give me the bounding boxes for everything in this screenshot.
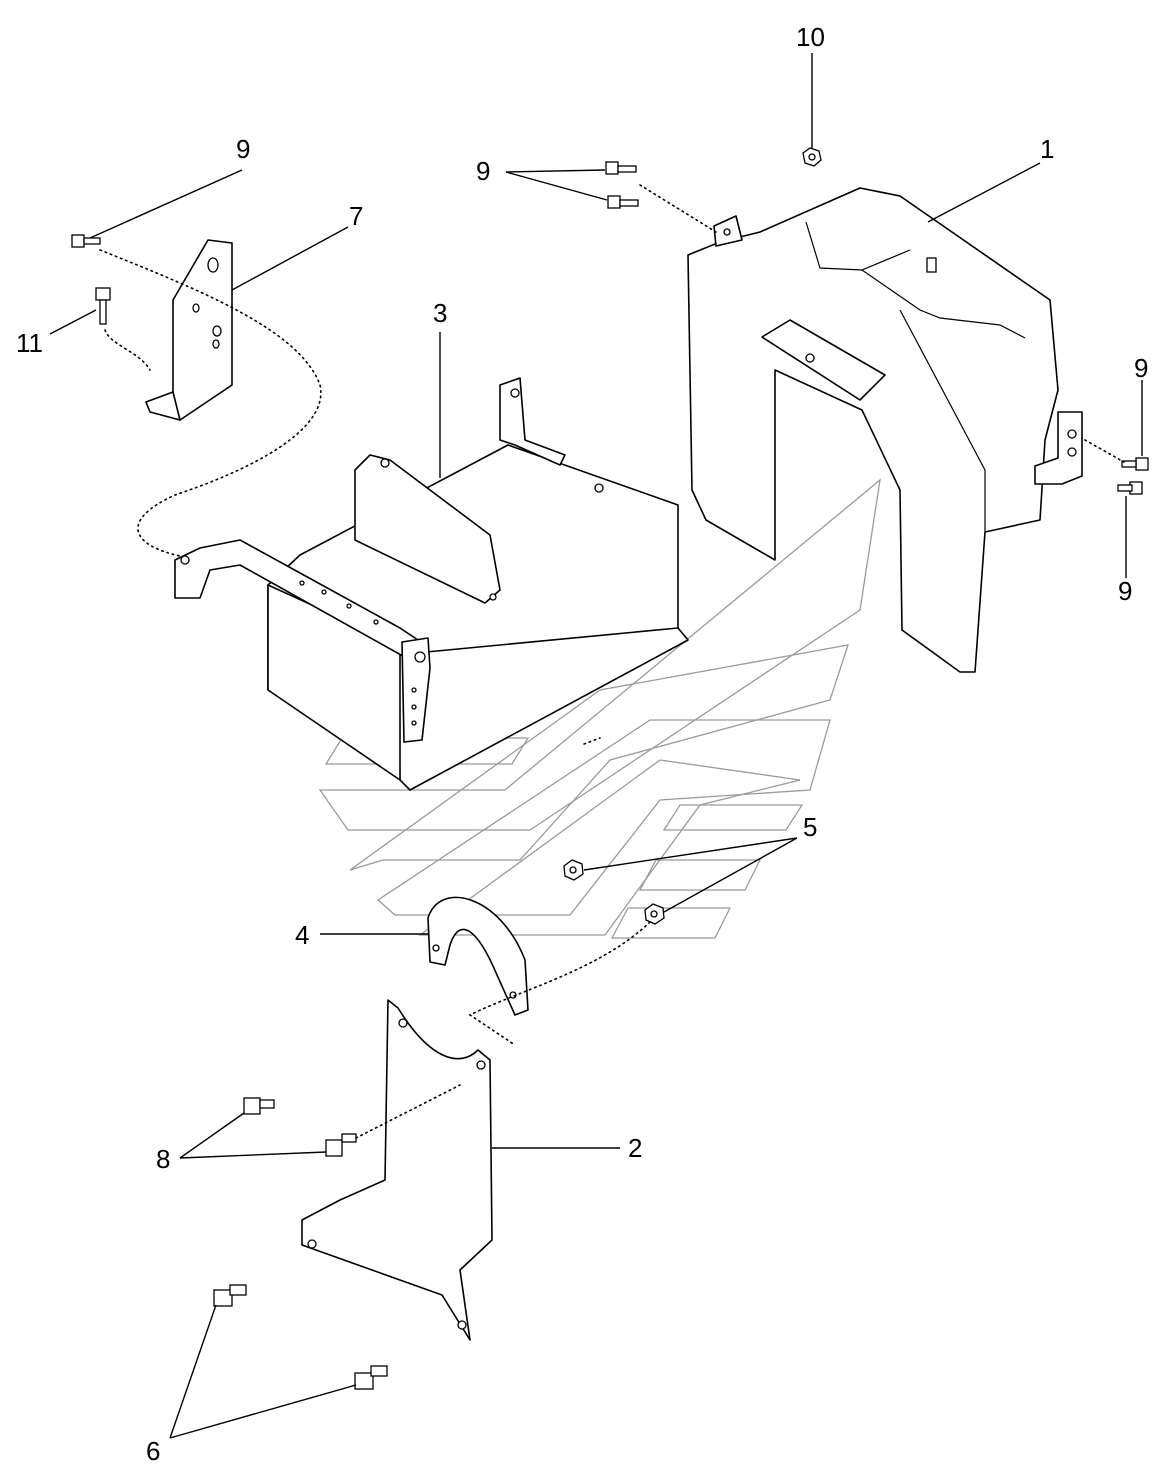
- callout-6: 6: [146, 1436, 160, 1466]
- bolt-9-upper-left: [71, 234, 101, 248]
- callout-7: 7: [349, 201, 363, 231]
- callout-9-right-upper: 9: [1134, 353, 1148, 383]
- callout-1: 1: [1040, 134, 1054, 164]
- shroud-part-1: [687, 187, 1083, 673]
- bolt-9-top-b: [607, 195, 639, 209]
- callout-2: 2: [628, 1133, 642, 1163]
- bolt-11: [95, 287, 111, 325]
- callout-labels: 1 2 3 4 5 6 7 8 9 9 9 9 10 11: [16, 22, 1148, 1466]
- bolt-6b: [354, 1365, 388, 1390]
- leader-lines: [49, 53, 1143, 1439]
- fasteners: [71, 147, 1149, 1390]
- bolt-9-top-a: [605, 161, 637, 175]
- assembly-lines: [99, 184, 1125, 1139]
- callout-5: 5: [803, 812, 817, 842]
- bolt-9-right-a: [1121, 457, 1149, 471]
- callout-9-right-lower: 9: [1118, 576, 1132, 606]
- callout-8: 8: [156, 1144, 170, 1174]
- half-moon-plate-part-4: [427, 896, 529, 1016]
- nut-10: [802, 147, 822, 167]
- bracket-part-7: [145, 239, 233, 421]
- callout-11: 11: [16, 328, 43, 358]
- bolt-8b: [325, 1133, 357, 1157]
- callout-9-upper-left: 9: [236, 134, 250, 164]
- callout-3: 3: [433, 298, 447, 328]
- lower-bracket-part-2: [301, 999, 493, 1341]
- bolt-9-right-b: [1117, 481, 1143, 495]
- bolt-6a: [213, 1284, 247, 1307]
- callout-10: 10: [796, 22, 825, 52]
- nut-5a: [563, 859, 584, 881]
- bolt-8a: [243, 1097, 275, 1115]
- nut-5b: [644, 903, 665, 925]
- housing-part-3: [174, 377, 689, 791]
- callout-4: 4: [295, 920, 309, 950]
- callout-9-top: 9: [476, 156, 490, 186]
